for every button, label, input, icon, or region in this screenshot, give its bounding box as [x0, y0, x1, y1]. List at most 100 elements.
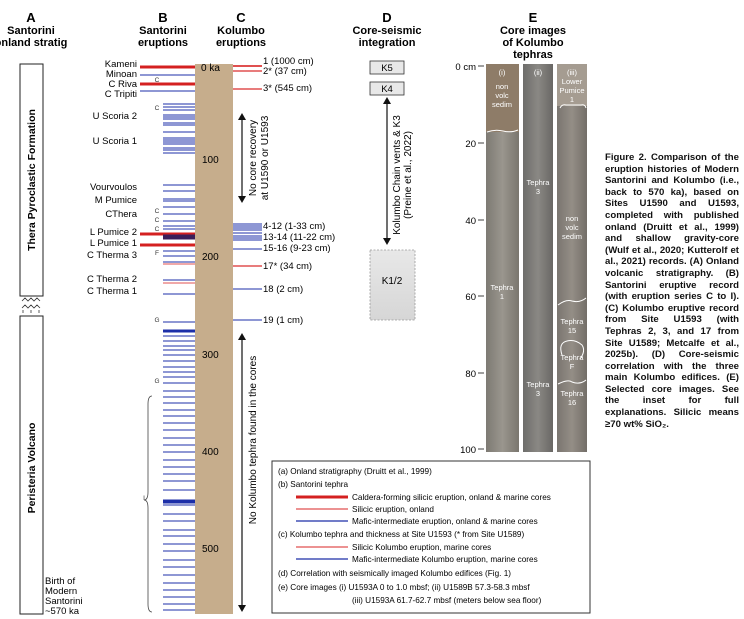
kolumbo-eruption-lines [233, 65, 262, 321]
core-col-header-i: (i) [499, 68, 506, 77]
eruption-c-therma-1: C Therma 1 [87, 286, 137, 297]
core-iii-contact-2 [557, 297, 587, 306]
depth-label-0: 0 ka [201, 63, 220, 74]
core-image-ii [523, 64, 553, 452]
tephra-label-19: 19 (1 cm) [263, 315, 303, 326]
core-label: 1 [500, 292, 504, 301]
edifice-k4-label: K4 [381, 84, 393, 95]
edifice-k5-label: K5 [381, 63, 393, 74]
core-label: 1 [570, 95, 574, 104]
panel-d-letter: D [382, 10, 391, 25]
core-iii-contact-1 [559, 104, 587, 109]
tephra-label-4-12: 4-12 (1-33 cm) [263, 221, 325, 232]
core-label: 3 [536, 187, 540, 196]
eruption-l-pumice-1: L Pumice 1 [90, 238, 137, 249]
core-i-top-sediment [486, 64, 519, 132]
series-letter: C [155, 208, 160, 215]
core-label: sedim [562, 232, 582, 241]
depth-label-100: 100 [202, 155, 219, 166]
edifice-k12-label: K1/2 [382, 276, 403, 287]
panel-b-title-1: Santorini [139, 25, 187, 37]
core-label: 15 [568, 326, 576, 335]
tephra-label-13-14: 13-14 (11-22 cm) [263, 232, 335, 243]
panel-d-title-2: integration [359, 37, 416, 49]
vents-arrow [383, 97, 391, 245]
panel-a-title-2: onland stratig [0, 37, 67, 49]
eruption-u-scoria-1: U Scoria 1 [93, 136, 137, 147]
legend-b-item-1: Caldera-forming silicic eruption, onland… [352, 493, 551, 502]
unit-thera-label: Thera Pyroclastic Formation [26, 109, 38, 251]
core-label: sedim [492, 100, 512, 109]
eruption-c-tripiti: C Tripiti [105, 89, 137, 100]
core-iii-contact-3 [560, 340, 585, 360]
core-label: 16 [568, 398, 576, 407]
no-recovery-arrow [238, 113, 246, 203]
no-recovery-label-2: at U1590 or U1593 [260, 115, 271, 200]
panel-c-title-1: Kolumbo [217, 25, 265, 37]
core-label: Tephra [561, 317, 585, 326]
core-label: Lower [562, 77, 583, 86]
legend-a: (a) Onland stratigraphy (Druitt et al., … [278, 467, 432, 476]
core-label: Tephra [561, 389, 585, 398]
core-depth-20: 20 [465, 139, 476, 150]
panel-e-title-3: tephras [513, 49, 553, 61]
birth-label-3: Santorini [45, 596, 83, 607]
eruption-u-scoria-2: U Scoria 2 [93, 111, 137, 122]
core-label: Pumice [559, 86, 584, 95]
core-label: Tephra [491, 283, 515, 292]
series-letter: G [154, 317, 159, 324]
core-depth-40: 40 [465, 216, 476, 227]
edifice-k12-box [369, 249, 416, 321]
unit-peristeria-label: Peristeria Volcano [26, 423, 38, 514]
depth-label-200: 200 [202, 252, 219, 263]
core-depth-60: 60 [465, 292, 476, 303]
no-tephra-label: No Kolumbo tephra found in the cores [248, 356, 259, 524]
vents-label-1: Kolumbo Chain vents & K3 [392, 115, 403, 235]
core-depth-ticks [478, 65, 484, 450]
core-depth-80: 80 [465, 369, 476, 380]
unit-thera-box [19, 63, 44, 297]
panel-b-title-2: eruptions [138, 37, 188, 49]
series-bracket [143, 395, 153, 613]
core-depth-0: 0 cm [455, 62, 476, 73]
edifice-k4-box [369, 81, 405, 96]
eruption-c-therma-2: C Therma 2 [87, 274, 137, 285]
panel-e-title-1: Core images [500, 25, 566, 37]
panel-a-letter: A [26, 10, 36, 25]
panel-c-letter: C [236, 10, 246, 25]
depth-ruler [195, 64, 233, 614]
series-letter: C [155, 226, 160, 233]
figure-caption: Figure 2. Comparison of the eruption his… [605, 152, 739, 430]
panel-d-title-1: Core-seismic [352, 25, 421, 37]
core-label: F [570, 362, 575, 371]
unconformity-symbol [21, 297, 41, 313]
eruption-vourvoulos: Vourvoulos [90, 182, 137, 193]
depth-label-500: 500 [202, 544, 219, 555]
core-label: 3 [536, 389, 540, 398]
tephra-label-18: 18 (2 cm) [263, 284, 303, 295]
legend-c: (c) Kolumbo tephra and thickness at Site… [278, 530, 524, 539]
legend-e: (e) Core images (i) U1593A 0 to 1.0 mbsf… [278, 583, 530, 592]
panel-c-title-2: eruptions [216, 37, 266, 49]
series-letter: I [143, 495, 145, 502]
core-iii-contact-4 [557, 379, 587, 385]
eruption-c-riva: C Riva [108, 79, 137, 90]
eruption-kameni: Kameni [105, 59, 137, 70]
birth-label-4: ~570 ka [45, 606, 80, 617]
core-label: Tephra [527, 178, 551, 187]
depth-label-400: 400 [202, 447, 219, 458]
eruption-minoan: Minoan [106, 69, 137, 80]
birth-label-2: Modern [45, 586, 77, 597]
no-recovery-label-1: No core recovery [248, 120, 259, 196]
eruption-c-therma-3: C Therma 3 [87, 250, 137, 261]
core-label: Tephra [561, 353, 585, 362]
core-col-header-iii: (iii) [567, 68, 577, 77]
legend-c-item-1: Silicic Kolumbo eruption, marine cores [352, 543, 491, 552]
tephra-label-1: 1 (1000 cm) [263, 56, 314, 67]
core-depth-100: 100 [460, 445, 476, 456]
panel-e-letter: E [529, 10, 538, 25]
tephra-label-3: 3* (545 cm) [263, 83, 312, 94]
depth-label-300: 300 [202, 350, 219, 361]
legend-b-item-3: Mafic-intermediate eruption, onland & ma… [352, 517, 538, 526]
